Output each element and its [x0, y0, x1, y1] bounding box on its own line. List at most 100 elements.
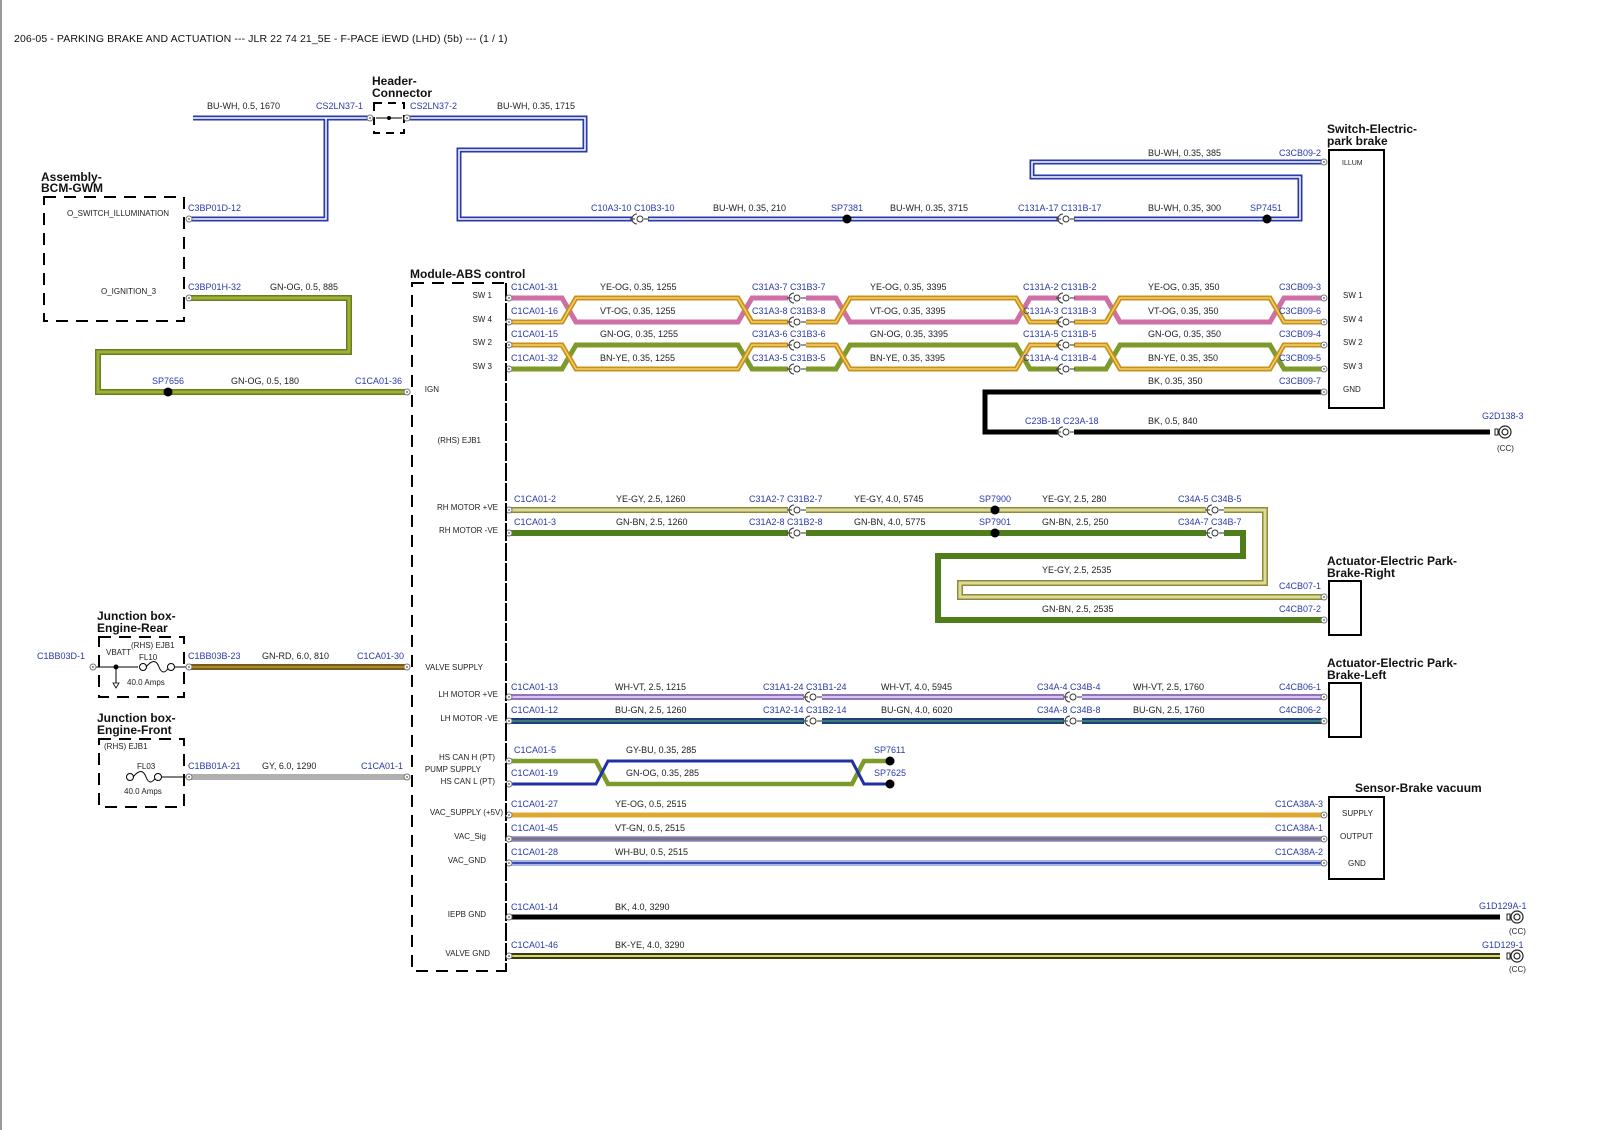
connector-label[interactable]: C1CA01-15: [511, 329, 558, 339]
header-connector: Header- Connector: [372, 74, 432, 134]
abs-pin-label: RH MOTOR -VE: [439, 526, 498, 535]
connector-label[interactable]: C3BP01D-12: [188, 203, 241, 213]
connector-label[interactable]: C31A3-7 C31B3-7: [752, 282, 826, 292]
connector-label[interactable]: C1CA01-13: [511, 682, 558, 692]
connector-label[interactable]: C31A3-5 C31B3-5: [752, 353, 826, 363]
connector-label[interactable]: C131A-17 C131B-17: [1018, 203, 1102, 213]
ground-label[interactable]: G1D129-1: [1482, 940, 1524, 950]
wire-label: WH-VT, 4.0, 5945: [881, 682, 952, 692]
connector-label[interactable]: C1CA01-1: [361, 761, 403, 771]
wire-label: GN-BN, 4.0, 5775: [854, 517, 926, 527]
splice-label[interactable]: SP7611: [874, 745, 905, 755]
connector-label[interactable]: C3BP01H-32: [188, 282, 241, 292]
splice-icon: [842, 214, 852, 224]
bcm-pin-label: O_IGNITION_3: [101, 287, 157, 296]
connector-label[interactable]: C131A-5 C131B-5: [1023, 329, 1097, 339]
connector-label[interactable]: C3CB09-5: [1279, 353, 1321, 363]
connector-label[interactable]: C23B-18 C23A-18: [1025, 416, 1099, 426]
connector-label[interactable]: C1CA01-2: [514, 494, 556, 504]
wire-hs-can[interactable]: [510, 758, 890, 787]
connector-label[interactable]: C34A-7 C34B-7: [1178, 517, 1242, 527]
connector-label[interactable]: C3CB09-6: [1279, 306, 1321, 316]
connector-label[interactable]: C1CA01-28: [511, 847, 558, 857]
ground-icon: [1494, 425, 1512, 439]
connector-label[interactable]: C1CA01-36: [355, 376, 402, 386]
splice-icon: [885, 779, 895, 789]
connector-label[interactable]: C31A3-6 C31B3-6: [752, 329, 826, 339]
connector-label[interactable]: C1CA01-5: [514, 745, 556, 755]
connector-label[interactable]: C3CB09-4: [1279, 329, 1321, 339]
splice-label[interactable]: SP7625: [874, 768, 906, 778]
abs-pin-label: VAC_SUPPLY (+5V): [430, 808, 503, 817]
sensor-pin-label: GND: [1348, 859, 1366, 868]
wire-ignition[interactable]: [95, 295, 406, 395]
connector-label[interactable]: C131A-2 C131B-2: [1023, 282, 1097, 292]
connector-label[interactable]: C1CA38A-3: [1275, 799, 1323, 809]
connector-label[interactable]: C10A3-10 C10B3-10: [591, 203, 675, 213]
connector-label[interactable]: C4CB07-1: [1279, 581, 1321, 591]
wire-sw1-sw4-twisted-pair[interactable]: [510, 295, 1322, 325]
connector-label[interactable]: C4CB06-2: [1279, 705, 1321, 715]
wire-bcm-to-header[interactable]: [190, 115, 372, 222]
connector-label[interactable]: C1CA38A-2: [1275, 847, 1323, 857]
connector-label[interactable]: C1BB03B-23: [188, 651, 241, 661]
connector-label[interactable]: C31A2-14 C31B2-14: [763, 705, 847, 715]
connector-label[interactable]: C3CB09-3: [1279, 282, 1321, 292]
connector-label[interactable]: C1CA01-12: [511, 705, 558, 715]
wire-label: BN-YE, 0.35, 1255: [600, 353, 675, 363]
connector-label[interactable]: C1CA01-30: [357, 651, 404, 661]
connector-label[interactable]: C3CB09-2: [1279, 148, 1321, 158]
splice-icon: [163, 387, 173, 397]
wire-rh-motor-positive[interactable]: [510, 507, 1322, 600]
connector-label[interactable]: C1CA01-16: [511, 306, 558, 316]
connector-label[interactable]: C34A-8 C34B-8: [1037, 705, 1101, 715]
connector-label[interactable]: C1CA01-45: [511, 823, 558, 833]
connector-label[interactable]: C4CB06-1: [1279, 682, 1321, 692]
connector-label[interactable]: C1CA01-32: [511, 353, 558, 363]
connector-label[interactable]: C1CA01-3: [514, 517, 556, 527]
connector-label[interactable]: C31A2-7 C31B2-7: [749, 494, 823, 504]
wire-illum-main[interactable]: [648, 159, 1322, 222]
connector-label[interactable]: C4CB07-2: [1279, 604, 1321, 614]
ground-label[interactable]: G1D129A-1: [1479, 901, 1527, 911]
sensor-pin-label: SUPPLY: [1342, 809, 1374, 818]
connector-label[interactable]: C1BB01A-21: [188, 761, 241, 771]
wire-label: YE-OG, 0.35, 350: [1148, 282, 1220, 292]
connector-label[interactable]: C31A2-8 C31B2-8: [749, 517, 823, 527]
wire-rh-motor-negative[interactable]: [510, 530, 1322, 623]
connector-label[interactable]: CS2LN37-2: [410, 101, 457, 111]
wire-switch-ground[interactable]: [982, 389, 1490, 435]
connector-label[interactable]: CS2LN37-1: [316, 101, 363, 111]
wire-label: BK, 0.5, 840: [1148, 416, 1198, 426]
connector-label[interactable]: C1CA01-31: [511, 282, 558, 292]
actuator-left-title-1: Actuator-Electric Park-: [1327, 656, 1457, 670]
splice-label[interactable]: SP7900: [979, 494, 1011, 504]
connector-label[interactable]: C1BB03D-1: [37, 651, 85, 661]
switch-pin-label: ILLUM: [1342, 160, 1363, 167]
connector-label[interactable]: C1CA01-46: [511, 940, 558, 950]
connector-label[interactable]: C31A1-24 C31B1-24: [763, 682, 847, 692]
switch-pin-label: SW 1: [1343, 291, 1363, 300]
connector-label[interactable]: C131A-4 C131B-4: [1023, 353, 1097, 363]
wire-label: VT-OG, 0.35, 1255: [600, 306, 676, 316]
ground-type: (CC): [1509, 965, 1526, 974]
splice-label[interactable]: SP7381: [831, 203, 863, 213]
wire-header-to-illum[interactable]: [406, 115, 632, 222]
abs-pin-label: VALVE GND: [445, 949, 490, 958]
connector-label[interactable]: C1CA01-19: [511, 768, 558, 778]
connector-label[interactable]: C1CA01-14: [511, 902, 558, 912]
connector-label[interactable]: C1CA38A-1: [1275, 823, 1323, 833]
splice-label[interactable]: SP7656: [152, 376, 184, 386]
connector-label[interactable]: C1CA01-27: [511, 799, 558, 809]
connector-label[interactable]: C34A-4 C34B-4: [1037, 682, 1101, 692]
wire-label: GN-OG, 0.5, 885: [270, 282, 338, 292]
connector-label[interactable]: C31A3-8 C31B3-8: [752, 306, 826, 316]
splice-label[interactable]: SP7451: [1250, 203, 1282, 213]
ground-icon: [1506, 910, 1524, 924]
ground-label[interactable]: G2D138-3: [1482, 411, 1524, 421]
splice-label[interactable]: SP7901: [979, 517, 1011, 527]
connector-label[interactable]: C131A-3 C131B-3: [1023, 306, 1097, 316]
connector-label[interactable]: C34A-5 C34B-5: [1178, 494, 1242, 504]
connector-label[interactable]: C3CB09-7: [1279, 376, 1321, 386]
wire-sw2-sw3-twisted-pair[interactable]: [510, 342, 1322, 372]
